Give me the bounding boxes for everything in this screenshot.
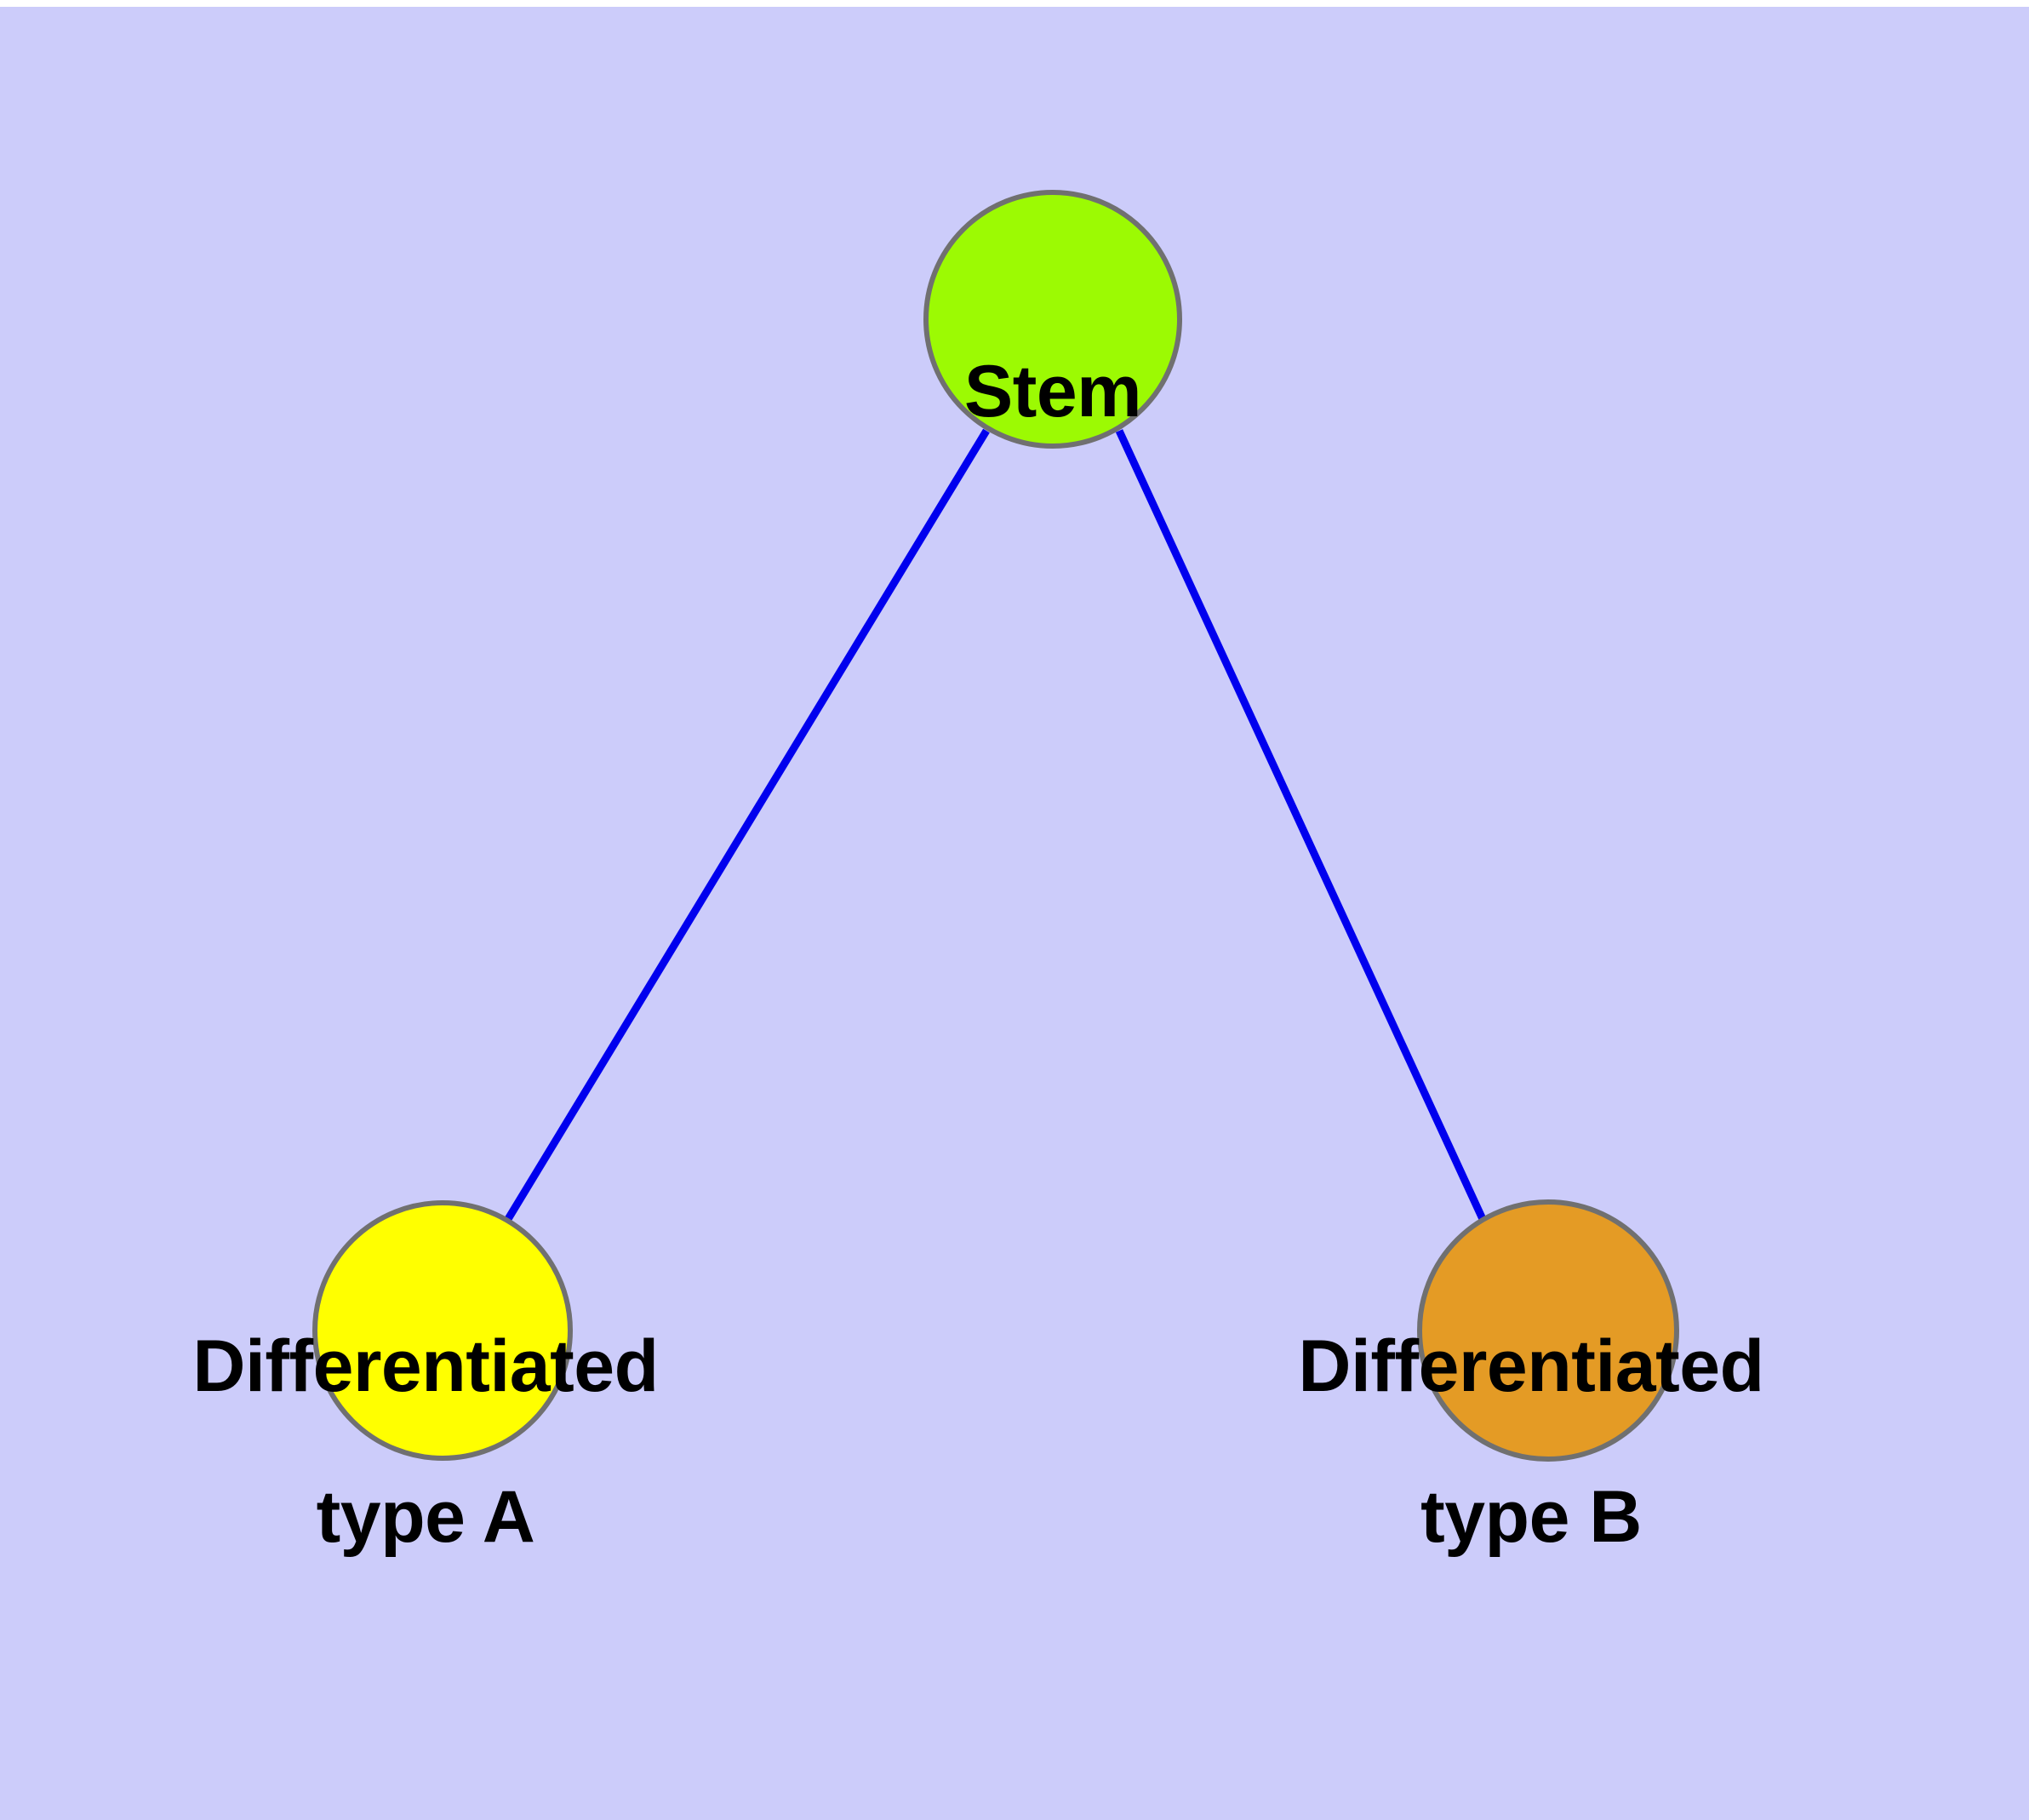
edge-group	[505, 428, 1487, 1222]
node-stem[interactable]	[923, 190, 1182, 449]
node-differentiated-type-b[interactable]	[1417, 1199, 1679, 1462]
node-differentiated-type-a[interactable]	[312, 1200, 573, 1461]
node-group	[312, 190, 1679, 1462]
edge-stem-to-differentiated-type-a	[505, 428, 990, 1222]
edge-stem-to-differentiated-type-b	[1115, 429, 1487, 1221]
